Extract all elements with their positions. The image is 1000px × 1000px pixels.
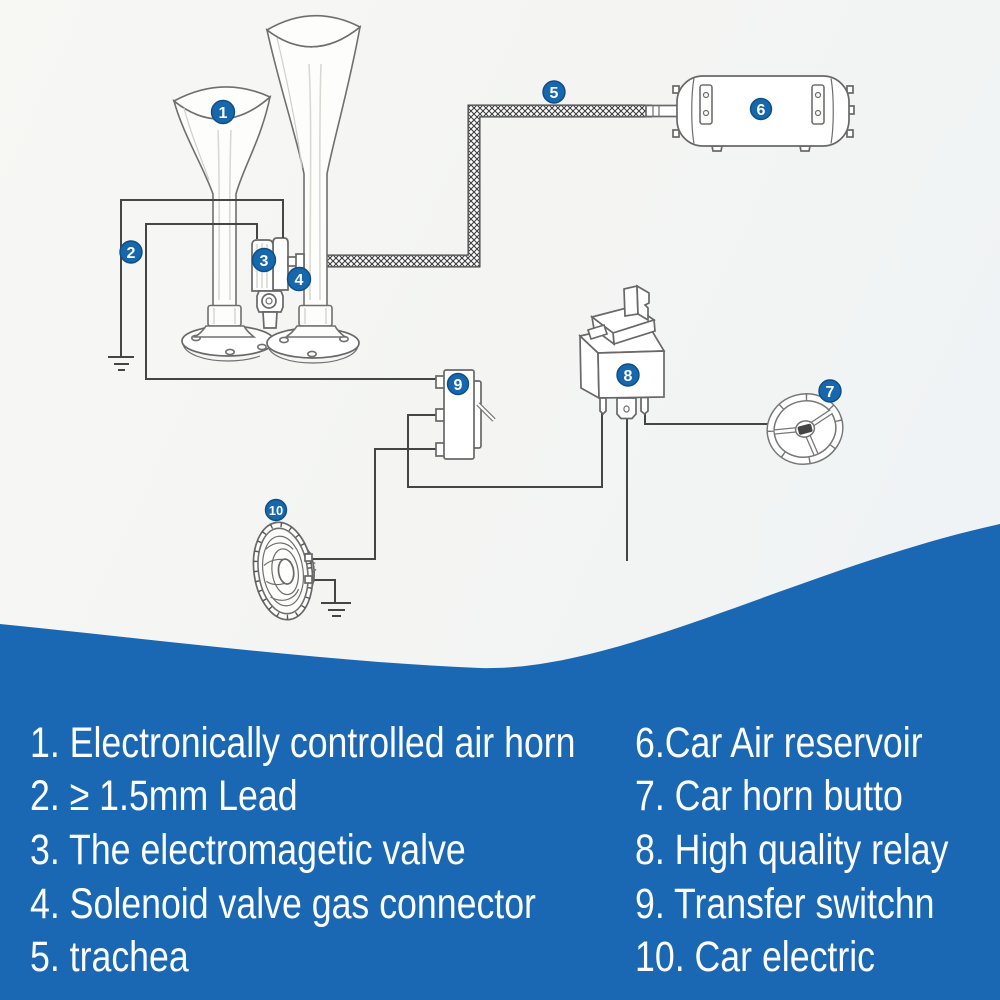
svg-text:8: 8 <box>624 368 633 385</box>
car-electric-speaker <box>252 521 317 621</box>
marker-2: 2 <box>119 240 143 264</box>
marker-8: 8 <box>616 363 640 387</box>
svg-text:2: 2 <box>127 245 136 262</box>
relay-prong-center <box>616 397 637 420</box>
marker-9: 9 <box>446 372 470 396</box>
relay <box>578 284 666 420</box>
horn-button <box>797 423 813 435</box>
ground-symbol-speaker <box>321 602 351 617</box>
svg-text:6: 6 <box>757 102 766 119</box>
number-markers: 1 2 3 4 5 6 7 8 <box>119 80 842 522</box>
legend-item-9: 9. Transfer switchn <box>635 880 935 928</box>
ground-symbol-left <box>108 356 134 371</box>
speaker-terminal <box>304 575 313 584</box>
tank-inlet-pipe <box>645 104 679 118</box>
legend-item-8: 8. High quality relay <box>635 826 949 874</box>
air-horn-trumpets <box>172 14 362 364</box>
marker-7: 7 <box>818 379 842 403</box>
solenoid-valve-gas-connector <box>287 253 305 269</box>
relay-clip <box>586 323 609 341</box>
svg-text:9: 9 <box>454 377 463 394</box>
relay-prong <box>599 397 607 416</box>
car-horn-button-steering-wheel <box>766 393 844 465</box>
legend-item-3: 3. The electromagetic valve <box>30 826 466 874</box>
legend-item-7: 7. Car horn butto <box>635 772 903 820</box>
tank-bracket <box>811 84 825 125</box>
speaker-terminal <box>304 553 313 562</box>
marker-3: 3 <box>251 247 277 273</box>
svg-text:3: 3 <box>260 253 269 270</box>
legend-item-6: 6.Car Air reservoir <box>635 719 923 767</box>
lead-wires <box>108 199 768 617</box>
svg-text:10: 10 <box>269 503 283 518</box>
trumpet-short <box>172 86 272 338</box>
legend-item-1: 1. Electronically controlled air horn <box>30 719 576 767</box>
switch-lever <box>477 403 495 421</box>
legend-item-2: 2. ≥ 1.5mm Lead <box>30 772 298 820</box>
legend-item-5: 5. trachea <box>30 933 189 981</box>
marker-1: 1 <box>210 99 236 125</box>
trumpet-tall-mouth <box>265 14 362 48</box>
svg-text:4: 4 <box>295 272 304 289</box>
legend-item-4: 4. Solenoid valve gas connector <box>30 880 536 928</box>
legend-item-10: 10. Car electric <box>635 933 876 981</box>
valve-bracket <box>262 311 278 329</box>
tank-bracket <box>699 84 713 125</box>
svg-text:7: 7 <box>826 384 835 401</box>
marker-4: 4 <box>286 266 312 292</box>
wave-footer <box>0 524 1000 1000</box>
svg-text:5: 5 <box>550 85 559 102</box>
marker-5: 5 <box>542 80 566 104</box>
svg-text:1: 1 <box>219 105 228 122</box>
marker-10: 10 <box>264 498 288 522</box>
trumpet-tall <box>265 14 362 338</box>
relay-tab <box>623 284 639 317</box>
marker-6: 6 <box>749 97 773 121</box>
trachea-hose <box>302 104 679 268</box>
relay-prong <box>640 396 649 416</box>
